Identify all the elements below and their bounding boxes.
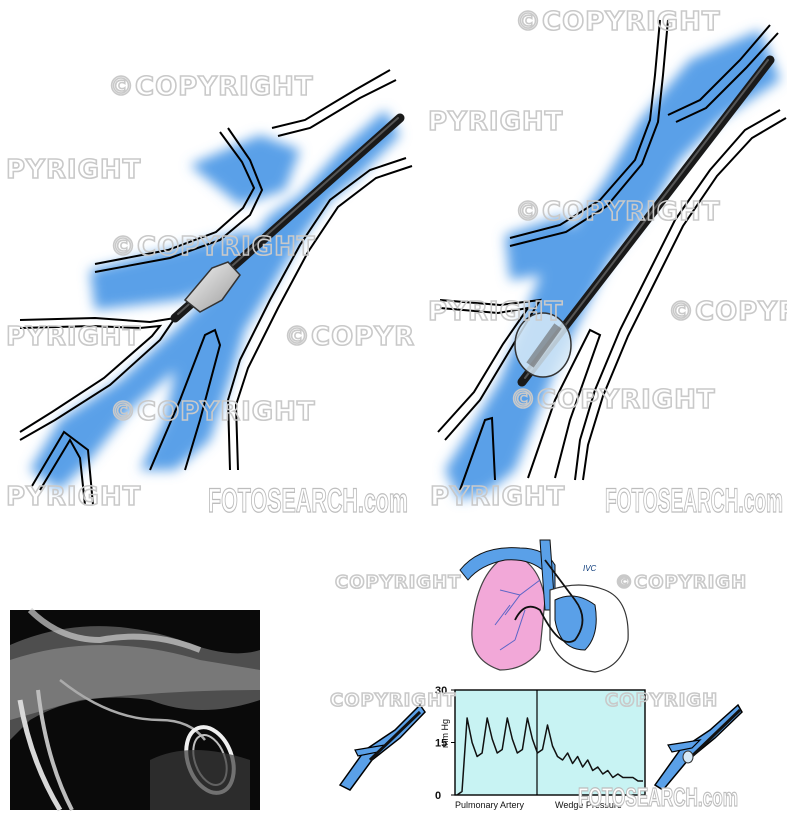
- watermark-pyright: PYRIGHT: [6, 482, 141, 512]
- watermark-copyright-partial: COPYRIGH: [605, 690, 718, 711]
- watermark-pyright: PYRIGHT: [430, 482, 565, 512]
- section-label-pulmonary-artery: Pulmonary Artery: [455, 800, 525, 810]
- y-axis-label: mm Hg: [440, 719, 450, 748]
- lung: [472, 555, 545, 670]
- watermark-pyright: PYRIGHT: [428, 297, 563, 327]
- watermark-copyright-partial: ©COPYR: [668, 297, 787, 327]
- watermark-copyright-plain: COPYRIGHT: [335, 572, 461, 593]
- watermark-copyright: ©COPYRIGHT: [110, 232, 316, 262]
- watermark-copyright: ©COPYRIGHT: [515, 197, 721, 227]
- brand-watermark: FOTOSEARCH.com: [208, 482, 408, 520]
- watermark-pyright: PYRIGHT: [6, 155, 141, 185]
- vessel-inset-left: [340, 705, 425, 790]
- watermark-copyright: ©COPYRIGHT: [510, 385, 716, 415]
- brand-watermark: FOTOSEARCH.com: [578, 782, 738, 812]
- watermark-copyright: ©COPYRIGHT: [108, 72, 314, 102]
- watermark-copyright-partial: ©COPYRIGH: [615, 572, 747, 593]
- watermark-copyright: ©COPYRIGHT: [515, 7, 721, 37]
- vessel-panel-deflated: [20, 70, 412, 505]
- watermark-copyright: ©COPYRIGHT: [110, 397, 316, 427]
- watermark-copyright-plain: COPYRIGHT: [330, 690, 456, 711]
- vessel-panel-inflated: [438, 20, 786, 500]
- ivc-label: IVC: [583, 564, 597, 573]
- vessel-inset-right: [655, 705, 742, 790]
- watermark-copyright-partial: ©COPYR: [284, 322, 415, 352]
- heart-lung-schematic: IVC: [460, 540, 628, 672]
- y-tick-label: 0: [435, 790, 441, 802]
- watermark-pyright: PYRIGHT: [428, 107, 563, 137]
- xray-image: [10, 610, 260, 810]
- brand-watermark: FOTOSEARCH.com: [605, 482, 783, 520]
- watermark-pyright: PYRIGHT: [6, 322, 141, 352]
